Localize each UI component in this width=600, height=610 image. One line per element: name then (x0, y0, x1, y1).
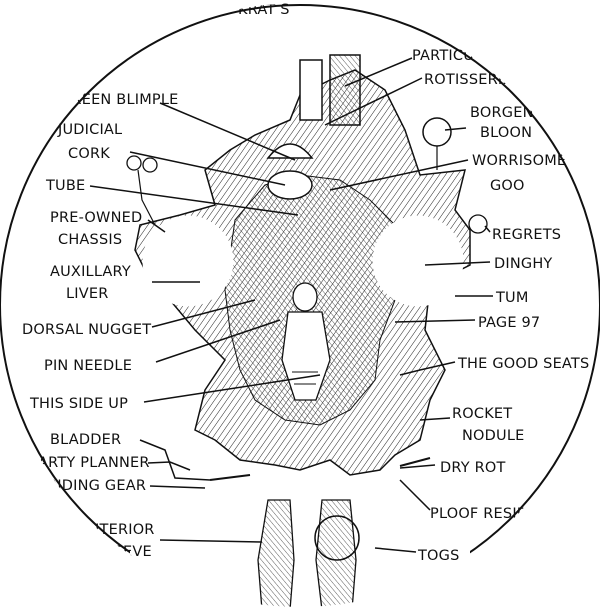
eye-hole-right (372, 215, 464, 307)
label-tum: TUM (495, 290, 529, 306)
label-nodule: NODULE (462, 428, 524, 444)
label-regrets: REGRETS (492, 227, 561, 243)
label-chassis: CHASSIS (58, 232, 122, 248)
label-dorsal-nugget: DORSAL NUGGET (22, 322, 151, 338)
label-landing-gear: LANDING GEAR (32, 478, 146, 494)
figure-torso (281, 311, 331, 401)
balloon-left-1 (126, 155, 142, 171)
label-green-blimple: GREEN BLIMPLE (60, 92, 179, 108)
label-rocket: ROCKET (452, 406, 512, 422)
creature-illustration (126, 54, 488, 607)
balloon-right (422, 117, 452, 147)
label-pin-needle: PIN NEEDLE (44, 358, 132, 374)
label-dinghy: DINGHY (494, 256, 553, 272)
label-party-planner: PARTY PLANNER (30, 455, 150, 471)
leg-left (257, 499, 295, 607)
label-top-fragment: KRAT S (238, 2, 290, 18)
label-interior: INTERIOR (84, 522, 155, 538)
label-worrisome: WORRISOME (472, 153, 566, 169)
chimney-top-2 (329, 54, 361, 126)
togs-circle (314, 515, 360, 561)
label-togs: TOGS (417, 548, 460, 564)
label-pre-owned: PRE-OWNED (50, 210, 142, 226)
eye-hole-left (142, 215, 234, 307)
label-goo: GOO (490, 178, 525, 194)
label-ploof-residue: PLOOF RESIDUE (430, 506, 548, 522)
label-bladder: BLADDER (50, 432, 121, 448)
figure-torso-detail (292, 371, 318, 385)
label-rotisserie: ROTISSERIE (424, 72, 512, 88)
label-bloon: BLOON (480, 125, 532, 141)
leader-lines (89, 57, 493, 553)
balloon-regrets (468, 214, 488, 234)
label-page-97: PAGE 97 (478, 315, 540, 331)
label-dry-rot: DRY ROT (440, 460, 506, 476)
label-this-side-up: THIS SIDE UP (29, 396, 128, 412)
chimney-top (299, 59, 323, 121)
label-liver: LIVER (66, 286, 109, 302)
label-borgen: BORGEN (470, 105, 534, 121)
label-judicial: JUDICIAL (57, 122, 122, 138)
figure-head (292, 282, 318, 312)
label-auxillary: AUXILLARY (50, 264, 131, 280)
label-tube: TUBE (45, 178, 85, 194)
dome-part (266, 143, 314, 159)
mouth-hole (130, 462, 470, 607)
leg-right (315, 499, 357, 607)
label-sleeve: SLEEVE (96, 544, 152, 560)
label-particu: PARTICU (412, 48, 474, 64)
label-the-good-seats: THE GOOD SEATS (457, 356, 589, 372)
barrel-part (267, 170, 313, 200)
balloon-left-2 (142, 157, 158, 173)
label-cork: CORK (68, 146, 110, 162)
